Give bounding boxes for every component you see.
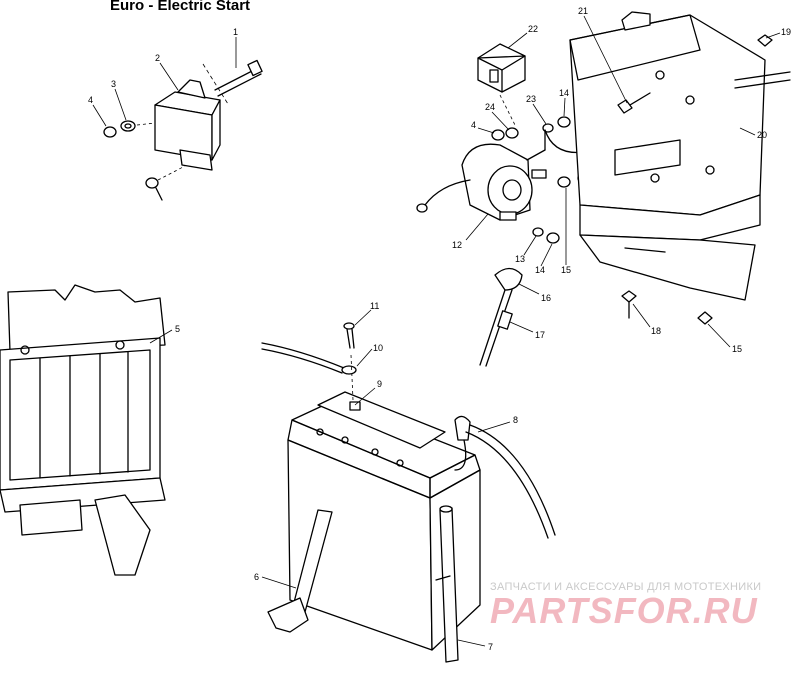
callout-20: 20 [757,130,767,140]
vent-tube [435,505,459,663]
starter-solenoid [416,129,547,221]
callout-14: 14 [559,88,569,98]
battery-box [0,284,166,576]
callout-23: 23 [526,94,536,104]
callout-2: 2 [155,53,160,63]
callout-11: 11 [370,301,379,311]
callout-21: 21 [578,6,588,16]
callout-3: 3 [111,79,116,89]
callout-12: 12 [452,240,462,250]
watermark-brand: PARTSFOR.RU [490,590,758,631]
battery-bracket [569,11,791,301]
watermark-tagline: ЗАПЧАСТИ И АКСЕССУАРЫ ДЛЯ МОТОТЕХНИКИ [490,581,762,593]
battery-terminal-cable [479,267,523,367]
callout-19: 19 [781,27,791,37]
callout-leaders [92,15,781,647]
callout-17: 17 [535,330,545,340]
callout-13: 13 [515,254,525,264]
callout-10: 10 [373,343,383,353]
circuit-breaker [477,43,526,126]
callout-labels: 1 2 3 4 22 21 19 24 23 14 4 20 12 13 14 … [88,6,791,652]
callout-1: 1 [233,27,238,37]
callout-4b: 4 [471,120,476,130]
callout-4: 4 [88,95,93,105]
callout-5: 5 [175,324,180,334]
callout-15b: 15 [732,344,742,354]
callout-24: 24 [485,102,495,112]
callout-14b: 14 [535,265,545,275]
callout-16: 16 [541,293,551,303]
battery-strap [267,509,333,633]
relay-assembly [103,59,263,201]
callout-9: 9 [377,379,382,389]
callout-8: 8 [513,415,518,425]
bracket-hardware [617,34,773,325]
callout-7: 7 [488,642,493,652]
callout-6: 6 [254,572,259,582]
callout-15: 15 [561,265,571,275]
callout-22: 22 [528,24,538,34]
callout-18: 18 [651,326,661,336]
terminal-screw [261,322,357,401]
diagram-title: Euro - Electric Start [110,0,251,14]
